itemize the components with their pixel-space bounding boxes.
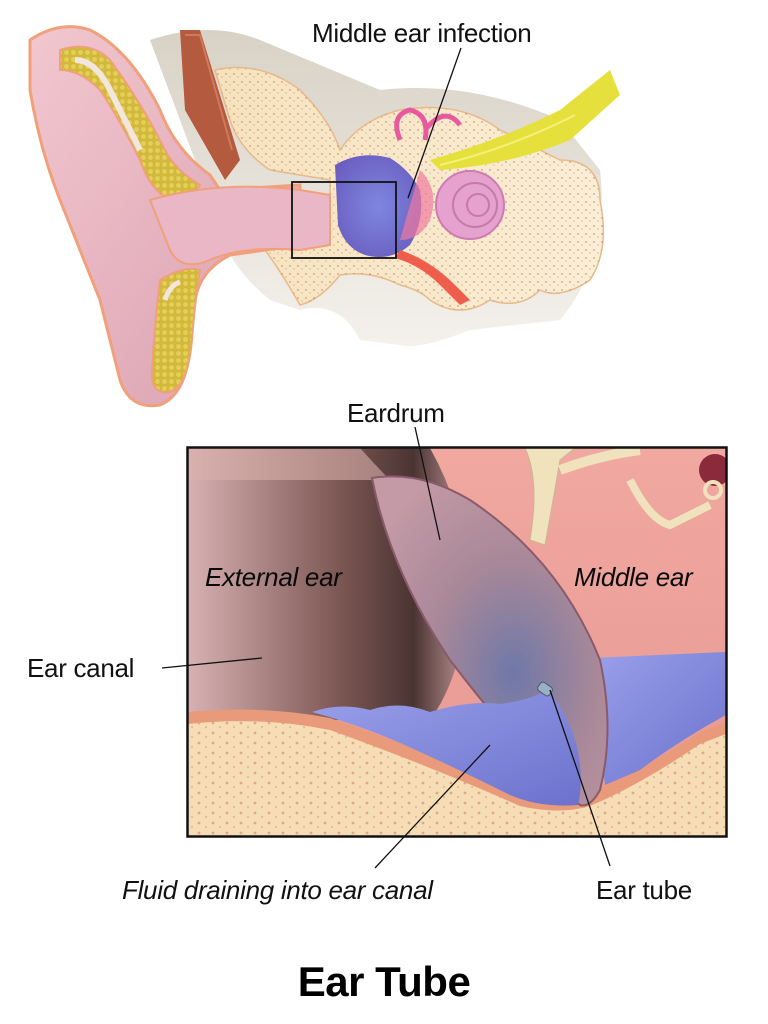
label-eardrum: Eardrum: [347, 398, 445, 428]
ear-cross-section-illustration: [28, 25, 620, 408]
label-external-ear: External ear: [205, 562, 342, 592]
label-ear-canal: Ear canal: [27, 653, 135, 683]
label-middle-ear: Middle ear: [574, 562, 693, 592]
leader-line-middle-ear-infection: [407, 47, 462, 199]
label-middle-ear-infection: Middle ear infection: [312, 18, 532, 48]
zoom-region-box: [291, 181, 397, 259]
figure-title: Ear Tube: [297, 958, 471, 1005]
label-ear-tube: Ear tube: [596, 875, 692, 905]
label-fluid-draining: Fluid draining into ear canal: [122, 875, 433, 905]
ear-tube-icon: [537, 681, 553, 697]
